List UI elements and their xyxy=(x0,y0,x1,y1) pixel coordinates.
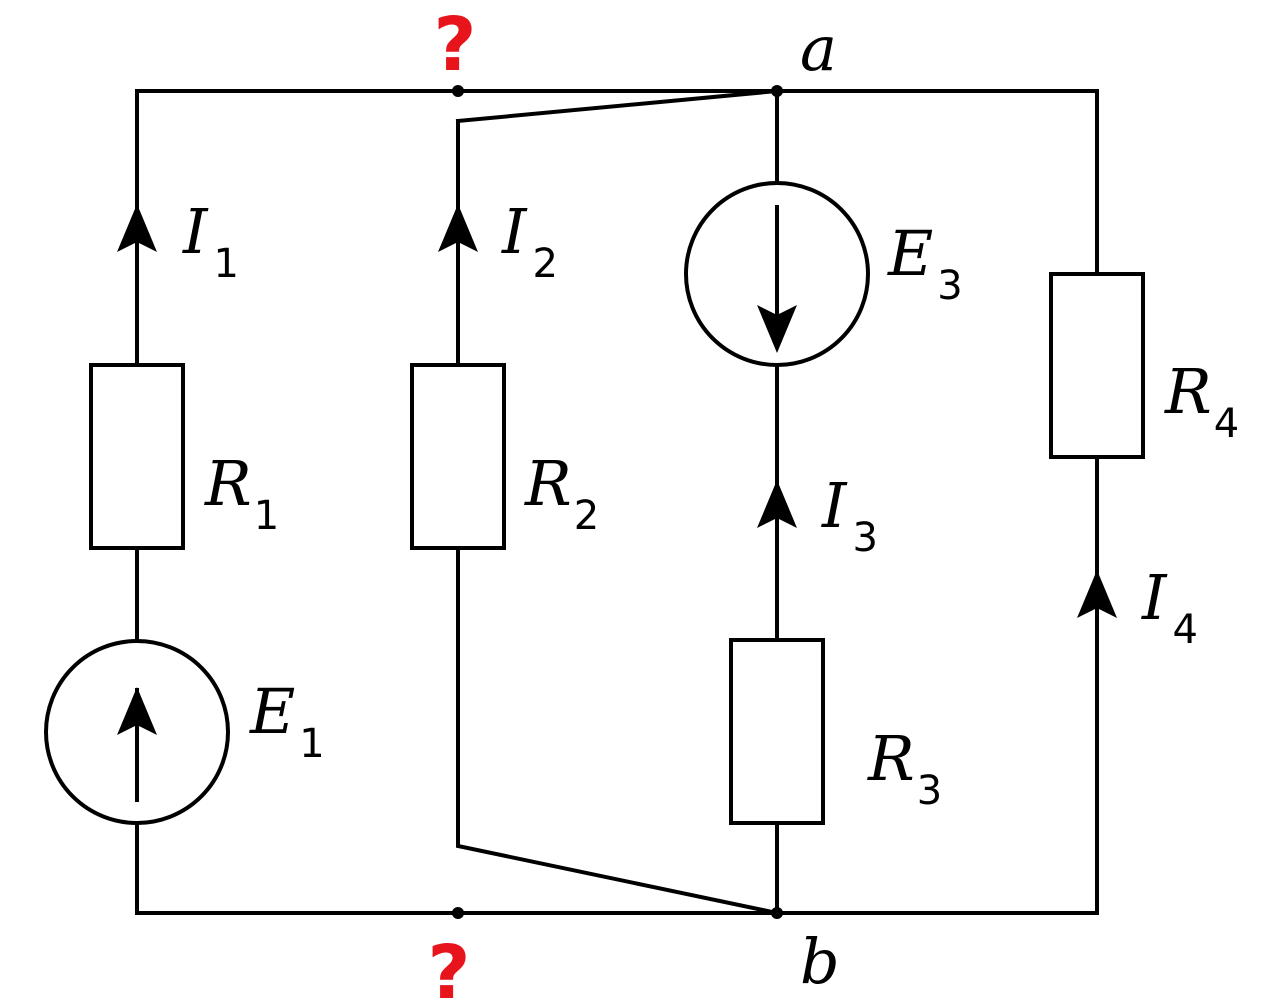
node-label-a: a xyxy=(800,12,837,85)
question-mark-top: ? xyxy=(434,2,477,88)
resistor-label-r3: R3 xyxy=(867,722,942,814)
junction-dot xyxy=(452,85,464,97)
resistor-label-r1: R1 xyxy=(204,447,279,539)
left-wire xyxy=(135,89,460,550)
node-b-dot xyxy=(771,907,783,919)
node-a-dot xyxy=(771,85,783,97)
resistor-r2 xyxy=(410,363,506,550)
bottom-wire xyxy=(135,455,1099,915)
node-label-b: b xyxy=(800,925,840,998)
resistor-r1 xyxy=(89,363,185,550)
resistor-r3 xyxy=(729,638,825,825)
resistor-r4 xyxy=(1049,272,1145,459)
junction-dot xyxy=(452,907,464,919)
question-mark-bottom: ? xyxy=(428,930,471,1006)
branch2-bottom-wire xyxy=(456,546,780,916)
resistor-label-r2: R2 xyxy=(524,447,599,539)
resistor-label-r4: R4 xyxy=(1164,355,1239,447)
top-wire xyxy=(456,89,1099,276)
branch2-top-wire xyxy=(455,88,780,367)
